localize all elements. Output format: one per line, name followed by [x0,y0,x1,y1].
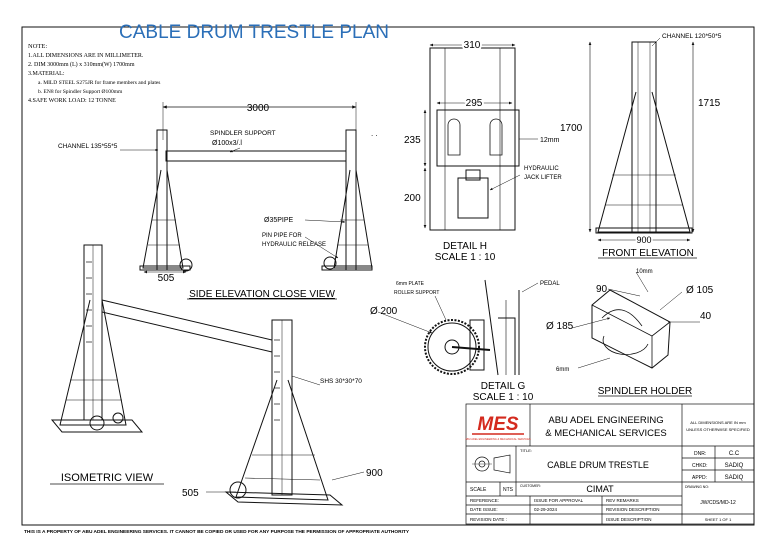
note-line: 4.SAFE WORK LOAD: 12 TONNE [28,98,116,104]
side-elevation-caption: SIDE ELEVATION CLOSE VIEW [189,289,335,300]
date-issue-label: DATE ISSUE: [470,507,498,512]
dim-1715: 1715 [698,98,721,109]
channel-120-label: CHANNEL 120*50*5 [662,33,722,40]
dim-200-g: Ø 200 [370,306,398,317]
dim-200-h: 200 [404,193,421,204]
dim-90: 90 [596,284,608,295]
appd-label: APPD: [692,475,707,481]
scale-label: SCALE [470,487,487,493]
sheet-number: SHEET 1 OF 1 [705,517,732,522]
detail-h-view [423,43,538,231]
detail-g-view [377,279,539,376]
chkd-value: SADIQ [725,463,744,469]
title-block [465,403,755,525]
note-line: a. MILD STEEL S275JR for frame members a… [38,79,160,86]
dim-10mm: 10mm [636,269,653,275]
dim-6mm: 6mm [556,367,569,373]
company-logo: MES [477,414,519,435]
jack-label: HYDRAULIC [524,166,559,172]
detail-g-caption: DETAIL G [481,381,526,392]
issue-desc-label: ISSUE DESCRIPTION [606,517,652,522]
dnr-value: C.C [729,451,740,457]
detail-h-caption: DETAIL H [443,241,487,252]
detail-h-scale: SCALE 1 : 10 [435,252,496,263]
front-elevation-view [588,37,695,242]
dim-105: Ø 105 [686,285,714,296]
dim-505-iso: 505 [182,488,199,499]
reference-label: REFERENCE: [470,498,499,503]
customer-label: CUSTOMER: [520,484,541,488]
note-line: 2. DIM 3000mm (L) x 310mm(W) 1700mm [28,61,135,68]
notes-block: NOTE: 1.ALL DIMENSIONS ARE IN MILLIMETER… [28,43,160,104]
dims-note: ALL DIMENSIONS ARE IN mm [690,420,746,425]
dim-12mm: 12mm [540,137,560,144]
sheet-border [21,26,755,526]
plate-label: 6mm PLATE [396,281,425,287]
detail-g-scale: SCALE 1 : 10 [473,392,534,403]
drawing-title: CABLE DRUM TRESTLE [547,460,649,470]
footer-notice: THIS IS A PROPERTY OF ABU ADEL ENGINEERI… [24,529,410,535]
pipe-label: Ø35PIPE [264,217,294,224]
svg-text:. .: . . [371,129,378,138]
dim-185: Ø 185 [546,321,574,332]
title-label: TITLE: [520,448,532,453]
dim-3000: 3000 [247,103,270,114]
dim-295: 295 [466,98,483,109]
dim-310: 310 [464,40,481,51]
appd-value: SADIQ [725,475,744,481]
channel-135-label: CHANNEL 135*55*5 [58,143,118,150]
dnr-label: DNR: [694,451,706,457]
dims-note: UNLESS OTHERWISE SPECIFIED [686,427,750,432]
company-name: ABU ADEL ENGINEERING [548,415,663,426]
issue-label: ISSUE FOR APPROVAL [534,498,584,503]
pedal-label: PEDAL [540,281,560,287]
scale-value: NTS [503,487,514,493]
dim-235: 235 [404,135,421,146]
pin-label: PIN PIPE FOR [262,233,302,239]
shs-label: SHS 30*30*70 [320,378,362,385]
jack-label: JACK LIFTER [524,175,562,181]
pin-label: HYDRAULIC RELEASE [262,242,326,248]
rev-remarks-label: REV REMARKS [606,498,639,503]
spindler-size-label: Ø100x3/.l [212,140,242,147]
dim-900-front: 900 [636,235,651,245]
dim-40: 40 [700,311,712,322]
isometric-view [50,244,365,506]
dim-505-side: 505 [158,273,175,284]
plate-label: ROLLER SUPPORT [394,290,439,296]
dim-900-iso: 900 [366,468,383,479]
note-line: 1.ALL DIMENSIONS ARE IN MILLIMETER. [28,53,144,59]
note-line: b. EN8 for Spindler Support Ø100mm [38,88,123,95]
spindler-holder-view [571,271,700,369]
note-line: 3.MATERIAL: [28,71,65,77]
revision-date-label: REVISION DATE : [470,517,507,522]
rev-desc-label: REVISION DESCRIPTION [606,507,660,512]
chkd-label: CHKD: [692,463,708,469]
side-elevation-view: . . [120,102,378,274]
logo-subtitle: ABU ADEL ENGINEERING & MECHANICAL SERVIC… [465,437,531,441]
date-issue-value: 02-29-2024 [534,507,558,512]
drawing-no-label: DRAWING NO: [685,485,709,489]
spindler-label: SPINDLER SUPPORT [210,130,276,137]
spindler-holder-caption: SPINDLER HOLDER [598,386,692,397]
company-name: & MECHANICAL SERVICES [545,428,666,439]
isometric-caption: ISOMETRIC VIEW [61,472,154,484]
sheet-title: CABLE DRUM TRESTLE PLAN [119,22,389,43]
customer-value: CIMAT [586,484,614,494]
drawing-no-value: JW/CDS/MD-12 [700,500,736,506]
dim-1700: 1700 [560,123,583,134]
notes-heading: NOTE: [28,43,47,50]
front-elevation-caption: FRONT ELEVATION [602,248,694,259]
